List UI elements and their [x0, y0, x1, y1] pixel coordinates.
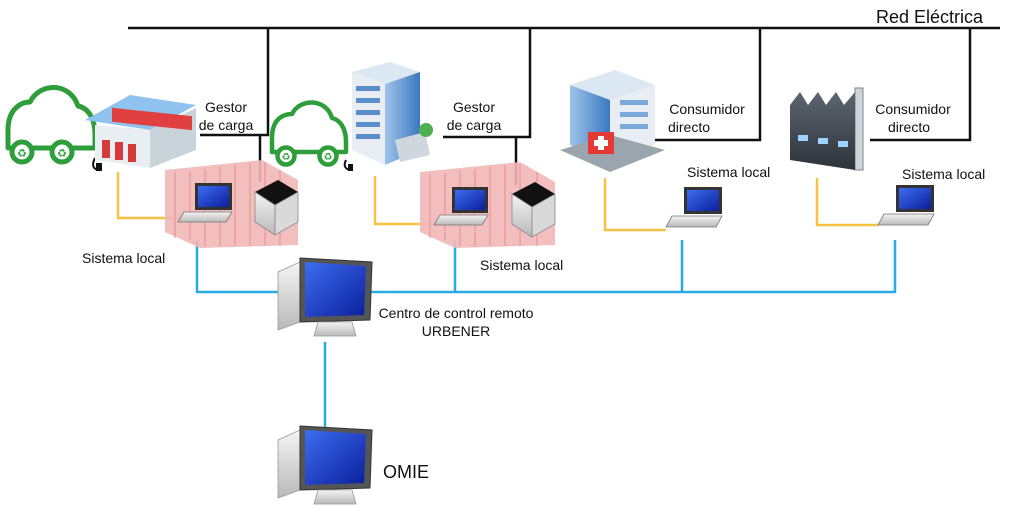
office-building-icon: [352, 62, 433, 165]
electric-car-icon: [5, 85, 102, 171]
consumidor-label-1: Consumidor directo: [664, 100, 750, 136]
gestor-label-2-line2: de carga: [446, 117, 502, 133]
local-system-label-3: Sistema local: [687, 164, 771, 180]
laptop-icon: [665, 187, 723, 228]
svg-text:♻: ♻: [324, 152, 333, 163]
electric-car-icon: [269, 100, 353, 171]
server-icon: [254, 180, 299, 236]
gestor-label-1: Gestor de carga: [190, 98, 262, 134]
consumidor-label-2-line2: directo: [888, 119, 931, 135]
svg-text:♻: ♻: [282, 152, 291, 163]
consumidor-label-1-line1: Consumidor: [669, 101, 745, 117]
consumidor-label-2-line1: Consumidor: [875, 101, 951, 117]
hospital-icon: [560, 70, 665, 172]
control-center-label: Centro de control remoto URBENER: [368, 304, 544, 340]
local-system-label-4: Sistema local: [902, 166, 986, 182]
gestor-label-2: Gestor de carga: [438, 98, 510, 134]
control-center-label-line2: URBENER: [421, 323, 491, 339]
local-system-label-2: Sistema local: [480, 257, 564, 273]
consumidor-label-2: Consumidor directo: [870, 100, 956, 136]
svg-text:♻: ♻: [17, 147, 27, 160]
laptop-icon: [877, 185, 935, 226]
gestor-label-1-line1: Gestor: [204, 99, 247, 115]
factory-icon: [790, 87, 864, 171]
gestor-label-1-line2: de carga: [198, 117, 254, 133]
grid-title: Red Eléctrica: [876, 7, 984, 27]
communication-network: [195, 240, 897, 430]
gestor-label-2-line1: Gestor: [452, 99, 495, 115]
desktop-computer-icon: [277, 257, 373, 337]
control-center-label-line1: Centro de control remoto: [378, 305, 534, 321]
local-system-label-1: Sistema local: [82, 250, 166, 266]
laptop-icon: [177, 183, 233, 223]
svg-text:♻: ♻: [57, 147, 67, 160]
server-icon: [511, 182, 556, 238]
consumidor-label-1-line2: directo: [668, 119, 711, 135]
desktop-computer-icon: [277, 425, 373, 505]
laptop-icon: [433, 187, 489, 226]
charging-station-icon: [85, 95, 196, 168]
power-grid-lines: [128, 26, 1000, 185]
omie-label: OMIE: [383, 462, 430, 482]
